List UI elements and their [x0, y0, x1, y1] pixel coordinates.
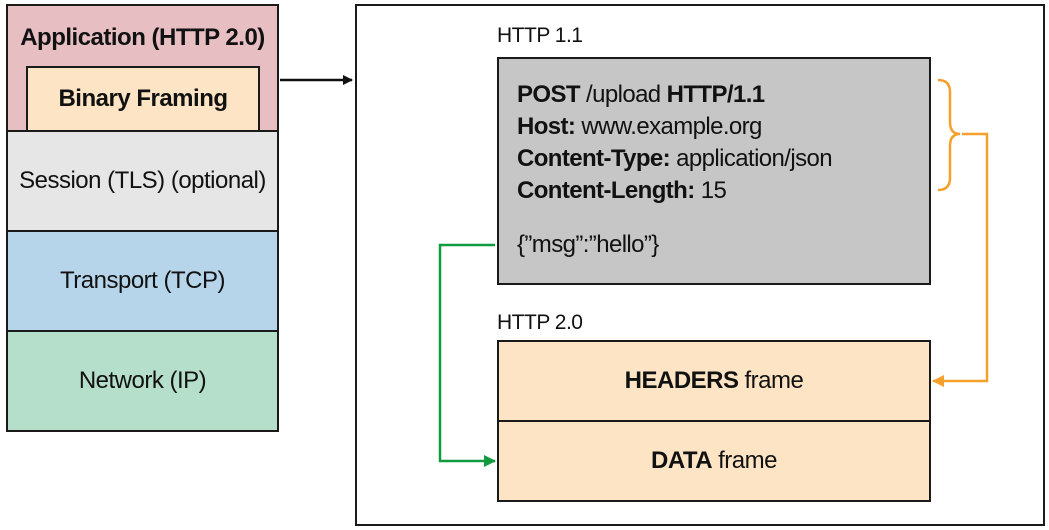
- headers-frame-type: HEADERS: [624, 367, 739, 394]
- data-frame-suffix: frame: [718, 447, 777, 474]
- request-method: POST: [517, 81, 581, 108]
- network-layer-label: Network (IP): [78, 367, 207, 394]
- http11-label: HTTP 1.1: [497, 24, 583, 47]
- header-line-host: Host: www.example.org: [517, 111, 929, 143]
- binary-framing-label: Binary Framing: [58, 85, 228, 112]
- header-value: www.example.org: [575, 113, 762, 140]
- request-body: {”msg”:”hello”}: [517, 231, 659, 258]
- session-layer: Session (TLS) (optional): [6, 130, 279, 232]
- header-name: Content-Type:: [517, 145, 671, 172]
- http2-label: HTTP 2.0: [497, 311, 583, 334]
- header-value: application/json: [670, 145, 832, 172]
- network-layer: Network (IP): [6, 330, 279, 432]
- request-line: POST /upload HTTP/1.1: [517, 79, 929, 111]
- request-version: HTTP/1.1: [666, 81, 766, 108]
- header-line-content-length: Content-Length: 15: [517, 175, 929, 207]
- application-layer-label: Application (HTTP 2.0): [20, 24, 265, 51]
- header-value: 15: [694, 177, 727, 204]
- transport-layer: Transport (TCP): [6, 230, 279, 332]
- header-line-content-type: Content-Type: application/json: [517, 143, 929, 175]
- headers-to-frame-arrow: [932, 132, 989, 387]
- body-to-data-frame-arrow: [438, 243, 496, 467]
- data-frame-type: DATA: [651, 447, 713, 474]
- transport-layer-label: Transport (TCP): [60, 267, 225, 294]
- session-layer-label: Session (TLS) (optional): [19, 167, 266, 194]
- headers-brace: [937, 78, 961, 192]
- headers-frame-suffix: frame: [744, 367, 804, 394]
- http11-request-box: POST /upload HTTP/1.1 Host: www.example.…: [497, 57, 931, 285]
- header-name: Host:: [517, 113, 576, 140]
- request-path: /upload: [579, 81, 667, 108]
- header-name: Content-Length:: [517, 177, 695, 204]
